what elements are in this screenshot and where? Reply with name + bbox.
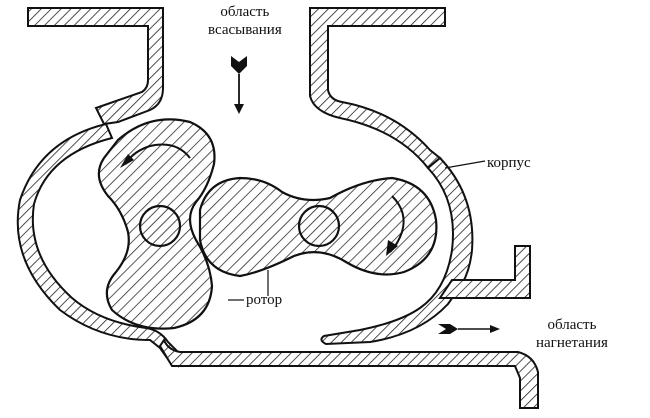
outlet-label-line1: область bbox=[547, 317, 597, 333]
housing-leader-line bbox=[444, 160, 486, 169]
inlet-right-wall bbox=[309, 7, 446, 170]
intake-label-line1: область bbox=[220, 4, 270, 20]
housing-label: корпус bbox=[487, 155, 531, 171]
outlet-label-line2: нагнетания bbox=[536, 335, 608, 351]
intake-label-line2: всасывания bbox=[208, 22, 282, 38]
rotor-label: ротор bbox=[246, 292, 283, 308]
rotation-arrow-right-icon bbox=[386, 195, 405, 256]
outlet-bottom-wall bbox=[158, 337, 539, 409]
outlet-upper-wall bbox=[438, 245, 531, 299]
inlet-left-wall bbox=[27, 7, 164, 126]
right-shaft bbox=[297, 204, 341, 248]
housing-right-shell bbox=[320, 156, 474, 346]
intake-arrow-icon bbox=[231, 56, 247, 114]
outlet-area-label: область нагнетания bbox=[536, 316, 608, 352]
intake-area-label: область всасывания bbox=[208, 3, 282, 39]
housing-left-shell bbox=[16, 122, 179, 368]
left-shaft bbox=[138, 204, 182, 248]
rotation-arrow-left-icon bbox=[120, 143, 191, 168]
outlet-arrow-icon bbox=[438, 324, 500, 334]
